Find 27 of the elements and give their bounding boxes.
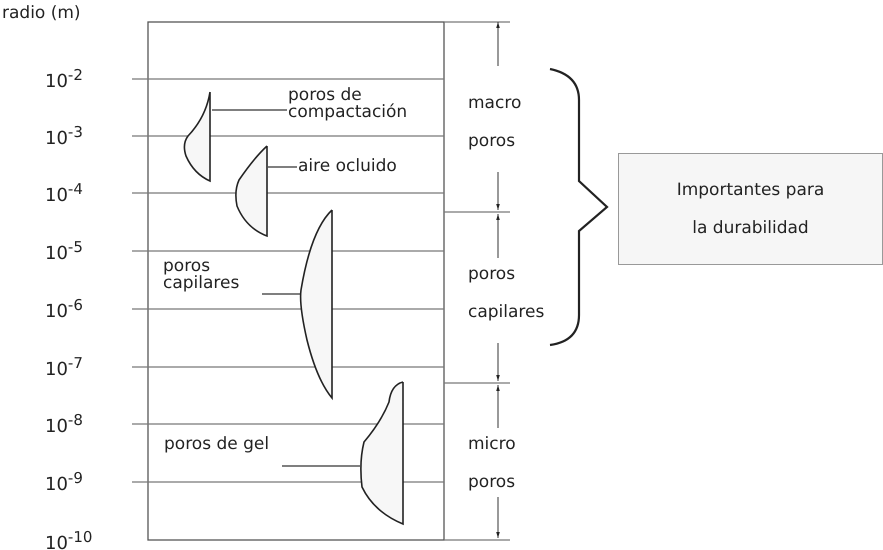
pore-label: poros de gel xyxy=(164,436,282,458)
tick-label: 10$^{-4}$ xyxy=(45,180,83,206)
tick-label: 10$^{-6}$ xyxy=(45,296,83,322)
pore-label: aire ocluido xyxy=(298,158,410,178)
pore-size-curve xyxy=(299,210,333,399)
leader-line xyxy=(268,166,297,168)
axis-title: radio (m) xyxy=(2,3,82,23)
note-box xyxy=(618,153,883,265)
note-text: Importantes para la durabilidad xyxy=(676,179,826,240)
tick-label: 10$^{-2}$ xyxy=(45,66,83,92)
range-label: macro poros xyxy=(468,92,522,153)
pore-label: poros capilares xyxy=(163,258,263,296)
pore-size-curve xyxy=(182,92,211,182)
range-label: poros capilares xyxy=(468,263,546,324)
leader-line xyxy=(212,109,287,111)
tick-label: 10$^{-5}$ xyxy=(45,238,83,264)
leader-line xyxy=(262,293,300,295)
tick-label: 10$^{-8}$ xyxy=(45,411,83,437)
pore-size-curve xyxy=(234,146,268,237)
tick-label: 10$^{-10}$ xyxy=(45,528,92,550)
pore-label: poros de compactación xyxy=(288,87,418,123)
tick-label: 10$^{-9}$ xyxy=(45,469,83,495)
tick-label: 10$^{-3}$ xyxy=(45,123,83,149)
pore-size-curve xyxy=(359,382,404,525)
tick-label: 10$^{-7}$ xyxy=(45,354,83,380)
leader-line xyxy=(282,465,360,467)
range-label: micro poros xyxy=(468,433,517,494)
